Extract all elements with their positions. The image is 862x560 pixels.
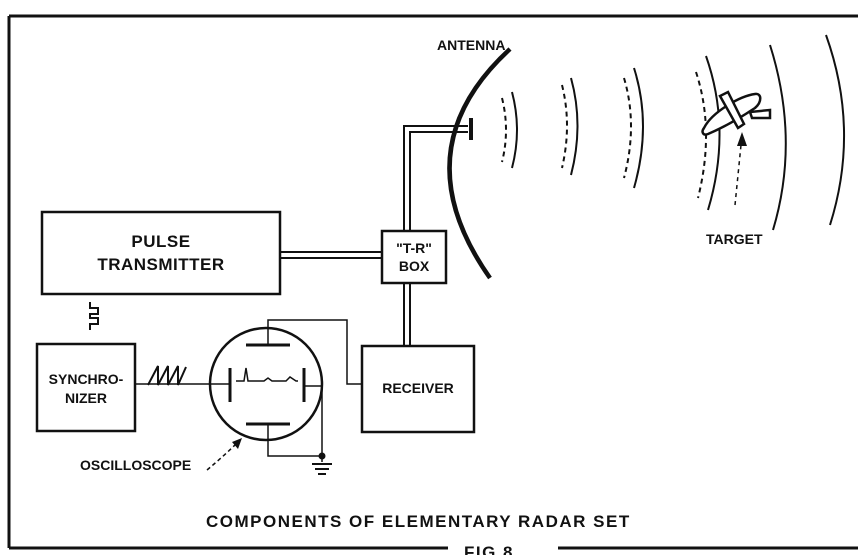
tr-box: [380, 229, 448, 285]
tr-box-label-line1: "T-R": [396, 240, 432, 256]
synchronizer-label-line1: SYNCHRO-: [49, 371, 124, 387]
pulse-transmitter-box: [40, 210, 282, 296]
synchronizer-box: [35, 342, 137, 433]
radar-waves: [501, 34, 846, 231]
figure-frame: [7, 14, 858, 550]
figure-number: FIG 8: [464, 543, 514, 555]
pulse-symbol: [89, 302, 99, 330]
ground-icon: [312, 452, 332, 475]
antenna-label: ANTENNA: [437, 37, 505, 53]
sawtooth-symbol: [147, 365, 187, 386]
target-pointer-arrowhead: [737, 132, 747, 146]
receiver-box: [360, 344, 476, 434]
signal-wiring: [135, 319, 362, 462]
oscilloscope-pointer: [206, 441, 239, 471]
synchronizer-label-line2: NIZER: [65, 390, 107, 406]
target-pointer: [734, 134, 743, 206]
receiver-label: RECEIVER: [382, 380, 454, 396]
tr-box-label-line2: BOX: [399, 258, 430, 274]
figure-caption: COMPONENTS OF ELEMENTARY RADAR SET: [206, 512, 631, 531]
waveguide-lines: [280, 251, 411, 346]
target-label: TARGET: [706, 231, 763, 247]
target-airplane: [701, 90, 772, 136]
pulse-transmitter-label-line1: PULSE: [131, 232, 190, 251]
oscilloscope-pointer-arrowhead: [232, 438, 242, 449]
oscilloscope-label: OSCILLOSCOPE: [80, 457, 191, 473]
antenna: [403, 47, 512, 280]
pulse-transmitter-label-line2: TRANSMITTER: [97, 255, 224, 274]
